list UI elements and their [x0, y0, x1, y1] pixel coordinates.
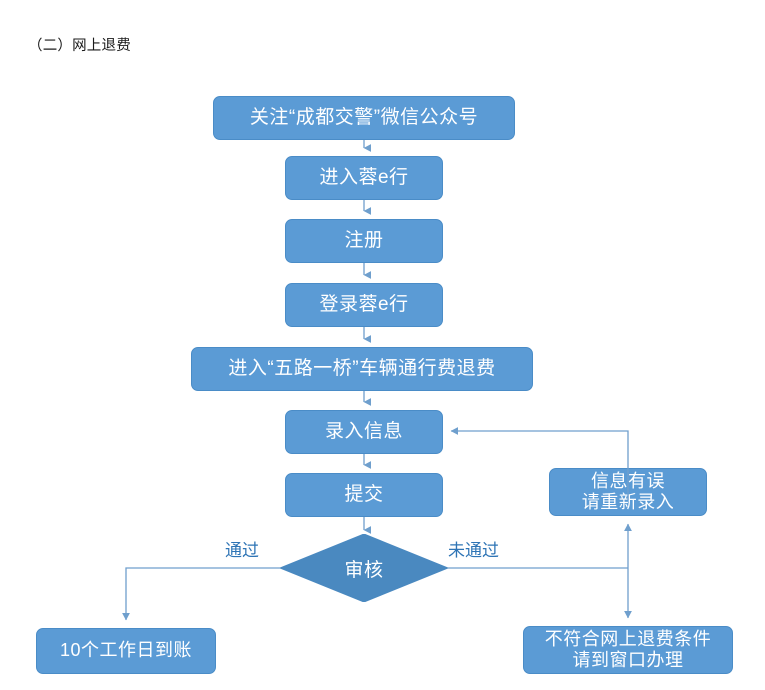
edge-n9-n6-return — [450, 427, 629, 500]
node-label: 提交 — [344, 483, 384, 505]
page-title: （二）网上退费 — [28, 38, 131, 54]
node-login-rongexing[interactable]: 登录蓉e行 — [285, 283, 443, 327]
node-enter-rongexing[interactable]: 进入蓉e行 — [285, 156, 443, 200]
node-label: 登录蓉e行 — [319, 293, 409, 315]
node-enter-toll-refund[interactable]: 进入“五路一桥”车辆通行费退费 — [191, 347, 533, 391]
node-label: 进入“五路一桥”车辆通行费退费 — [228, 357, 496, 379]
edge-label-pass: 通过 — [225, 541, 259, 560]
node-not-eligible-go-counter[interactable]: 不符合网上退费条件 请到窗口办理 — [523, 626, 733, 674]
node-register[interactable]: 注册 — [285, 219, 443, 263]
node-enter-information[interactable]: 录入信息 — [285, 410, 443, 454]
edge-label-fail: 未通过 — [448, 541, 499, 560]
node-review-decision[interactable]: 审核 — [278, 533, 450, 603]
node-label: 10个工作日到账 — [59, 640, 193, 661]
node-follow-wechat[interactable]: 关注“成都交警”微信公众号 — [213, 96, 515, 140]
node-label: 关注“成都交警”微信公众号 — [249, 106, 479, 128]
node-label: 不符合网上退费条件 请到窗口办理 — [544, 628, 712, 670]
edge-n8-n10 — [122, 567, 280, 621]
node-refund-in-10-days[interactable]: 10个工作日到账 — [36, 628, 216, 674]
node-label: 注册 — [344, 229, 384, 251]
node-label: 录入信息 — [324, 420, 403, 442]
node-label: 进入蓉e行 — [319, 166, 409, 188]
node-submit[interactable]: 提交 — [285, 473, 443, 517]
node-label: 审核 — [344, 559, 384, 581]
